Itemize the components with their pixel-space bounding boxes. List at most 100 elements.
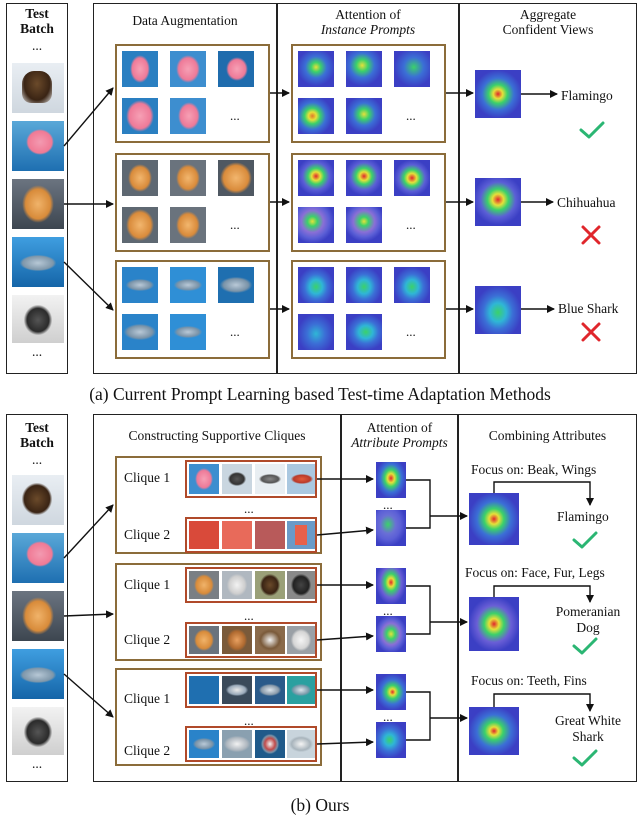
aug-shark-4	[122, 314, 158, 350]
agg-shark	[475, 286, 521, 334]
clique-strip-dog-1	[185, 567, 317, 603]
bottom-batch-image-pomeranian	[12, 591, 64, 641]
att-ellipsis-1: ...	[406, 108, 416, 123]
attr-ellipsis-1: ...	[383, 497, 393, 512]
att-shark-5	[346, 314, 382, 350]
att-ellipsis-2: ...	[406, 217, 416, 232]
attr-ellipsis-2: ...	[383, 603, 393, 618]
aug-pom-1	[122, 160, 158, 196]
aug-pom-2	[170, 160, 206, 196]
attr-att-shark-2	[376, 722, 406, 758]
top-batch-ellipsis-top: ...	[31, 38, 43, 53]
bottom-col2-title-2: Attribute Prompts	[351, 435, 448, 450]
att-pom-3	[394, 160, 430, 196]
bottom-test-batch-title: Test Batch	[20, 420, 54, 450]
aug-flamingo-2	[170, 51, 206, 87]
top-col3-title-2: Confident Views	[502, 22, 594, 37]
attr-att-flamingo-1	[376, 462, 406, 498]
bottom-label-2: Pomeranian Dog	[555, 604, 621, 635]
top-col3-title-1: Aggregate	[519, 7, 577, 22]
aug-shark-2	[170, 267, 206, 303]
bottom-batch-image-flamingo	[12, 533, 64, 583]
clique-strip-flamingo-2	[185, 517, 317, 553]
clique-strip-flamingo-1	[185, 460, 317, 498]
top-batch-ellipsis-bottom: ...	[31, 344, 43, 359]
agg-flamingo	[475, 70, 521, 118]
att-pom-1	[298, 160, 334, 196]
aug-flamingo-1	[122, 51, 158, 87]
clique-2-label: Clique 2	[124, 632, 171, 647]
att-shark-1	[298, 267, 334, 303]
clique-ellipsis-1: ...	[244, 501, 254, 516]
att-flamingo-2	[346, 51, 382, 87]
aug-ellipsis-1: ...	[230, 108, 240, 123]
top-label-2: Chihuahua	[557, 195, 616, 210]
top-batch-image-dog	[12, 63, 64, 113]
aug-shark-3	[218, 267, 254, 303]
check-icon	[578, 120, 606, 140]
bottom-batch-image-wolfdog	[12, 707, 64, 755]
att-ellipsis-3: ...	[406, 324, 416, 339]
top-col1-title: Data Augmentation	[132, 13, 238, 28]
att-pom-4	[298, 207, 334, 243]
combined-shark	[469, 707, 519, 755]
aug-shark-1	[122, 267, 158, 303]
top-batch-image-wolfdog	[12, 295, 64, 343]
focus-label-3: Focus on: Teeth, Fins	[471, 673, 587, 688]
bottom-label-1: Flamingo	[557, 509, 609, 524]
bottom-col3-title: Combining Attributes	[488, 428, 607, 443]
att-shark-2	[346, 267, 382, 303]
aug-pom-5	[170, 207, 206, 243]
att-flamingo-4	[298, 98, 334, 134]
att-shark-3	[394, 267, 430, 303]
top-batch-image-pomeranian	[12, 179, 64, 229]
cross-icon	[580, 321, 602, 343]
top-col2-title-2: Instance Prompts	[320, 22, 416, 37]
bottom-col1-title: Constructing Supportive Cliques	[128, 428, 306, 443]
clique-strip-shark-2	[185, 726, 317, 762]
att-pom-2	[346, 160, 382, 196]
att-flamingo-5	[346, 98, 382, 134]
attr-att-flamingo-2	[376, 510, 406, 546]
bottom-batch-image-shark	[12, 649, 64, 699]
bottom-batch-ellipsis-top: ...	[31, 452, 43, 467]
bottom-batch-image-dog	[12, 475, 64, 525]
top-caption: (a) Current Prompt Learning based Test-t…	[89, 384, 551, 404]
aug-ellipsis-2: ...	[230, 217, 240, 232]
aug-flamingo-3	[218, 51, 254, 87]
attr-att-dog-2	[376, 616, 406, 652]
check-icon	[571, 748, 599, 768]
aug-pom-3	[218, 160, 254, 196]
top-label-3: Blue Shark	[558, 301, 619, 316]
check-icon	[571, 530, 599, 550]
clique-ellipsis-2: ...	[244, 608, 254, 623]
clique-ellipsis-3: ...	[244, 713, 254, 728]
top-batch-image-flamingo	[12, 121, 64, 171]
clique-1-label: Clique 1	[124, 577, 171, 592]
clique-strip-dog-2	[185, 622, 317, 658]
aug-flamingo-5	[170, 98, 206, 134]
focus-label-2: Focus on: Face, Fur, Legs	[465, 565, 605, 580]
bottom-col2-title-1: Attention of	[366, 420, 433, 435]
clique-2-label: Clique 2	[124, 743, 171, 758]
attr-ellipsis-3: ...	[383, 709, 393, 724]
clique-1-label: Clique 1	[124, 691, 171, 706]
agg-pom	[475, 178, 521, 226]
clique-1-label: Clique 1	[124, 470, 171, 485]
att-pom-5	[346, 207, 382, 243]
clique-2-label: Clique 2	[124, 527, 171, 542]
att-flamingo-1	[298, 51, 334, 87]
bottom-label-3: Great White Shark	[554, 713, 622, 744]
attr-att-shark-1	[376, 674, 406, 710]
aug-shark-5	[170, 314, 206, 350]
aug-pom-4	[122, 207, 158, 243]
cross-icon	[580, 224, 602, 246]
att-flamingo-3	[394, 51, 430, 87]
combined-flamingo	[469, 493, 519, 545]
check-icon	[571, 636, 599, 656]
top-test-batch-title: Test Batch	[20, 6, 54, 36]
focus-label-1: Focus on: Beak, Wings	[471, 462, 597, 477]
bottom-caption: (b) Ours	[290, 795, 350, 815]
aug-ellipsis-3: ...	[230, 324, 240, 339]
attr-att-dog-1	[376, 568, 406, 604]
